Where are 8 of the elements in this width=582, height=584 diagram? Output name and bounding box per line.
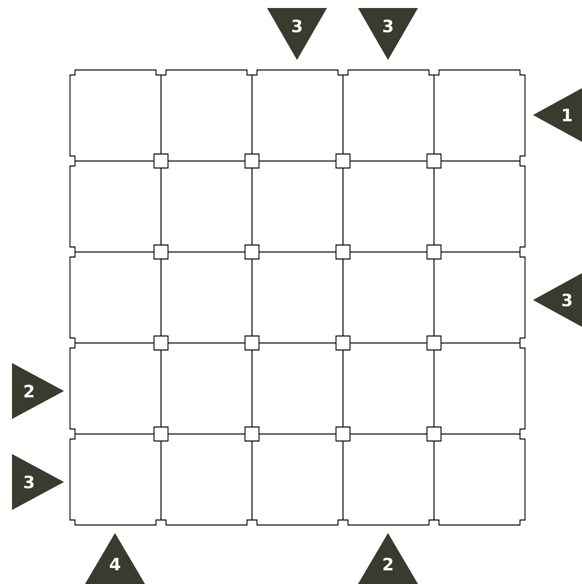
- clue-triangle: 3: [267, 8, 327, 60]
- clue-triangle: 2: [358, 533, 418, 584]
- clue-triangle: 3: [12, 454, 64, 510]
- clue-triangle: 3: [358, 8, 418, 60]
- clue-triangle: 2: [12, 363, 64, 419]
- clue-triangle: 1: [533, 87, 582, 143]
- clue-triangle: 4: [85, 533, 145, 584]
- clue-triangle: 3: [533, 272, 582, 328]
